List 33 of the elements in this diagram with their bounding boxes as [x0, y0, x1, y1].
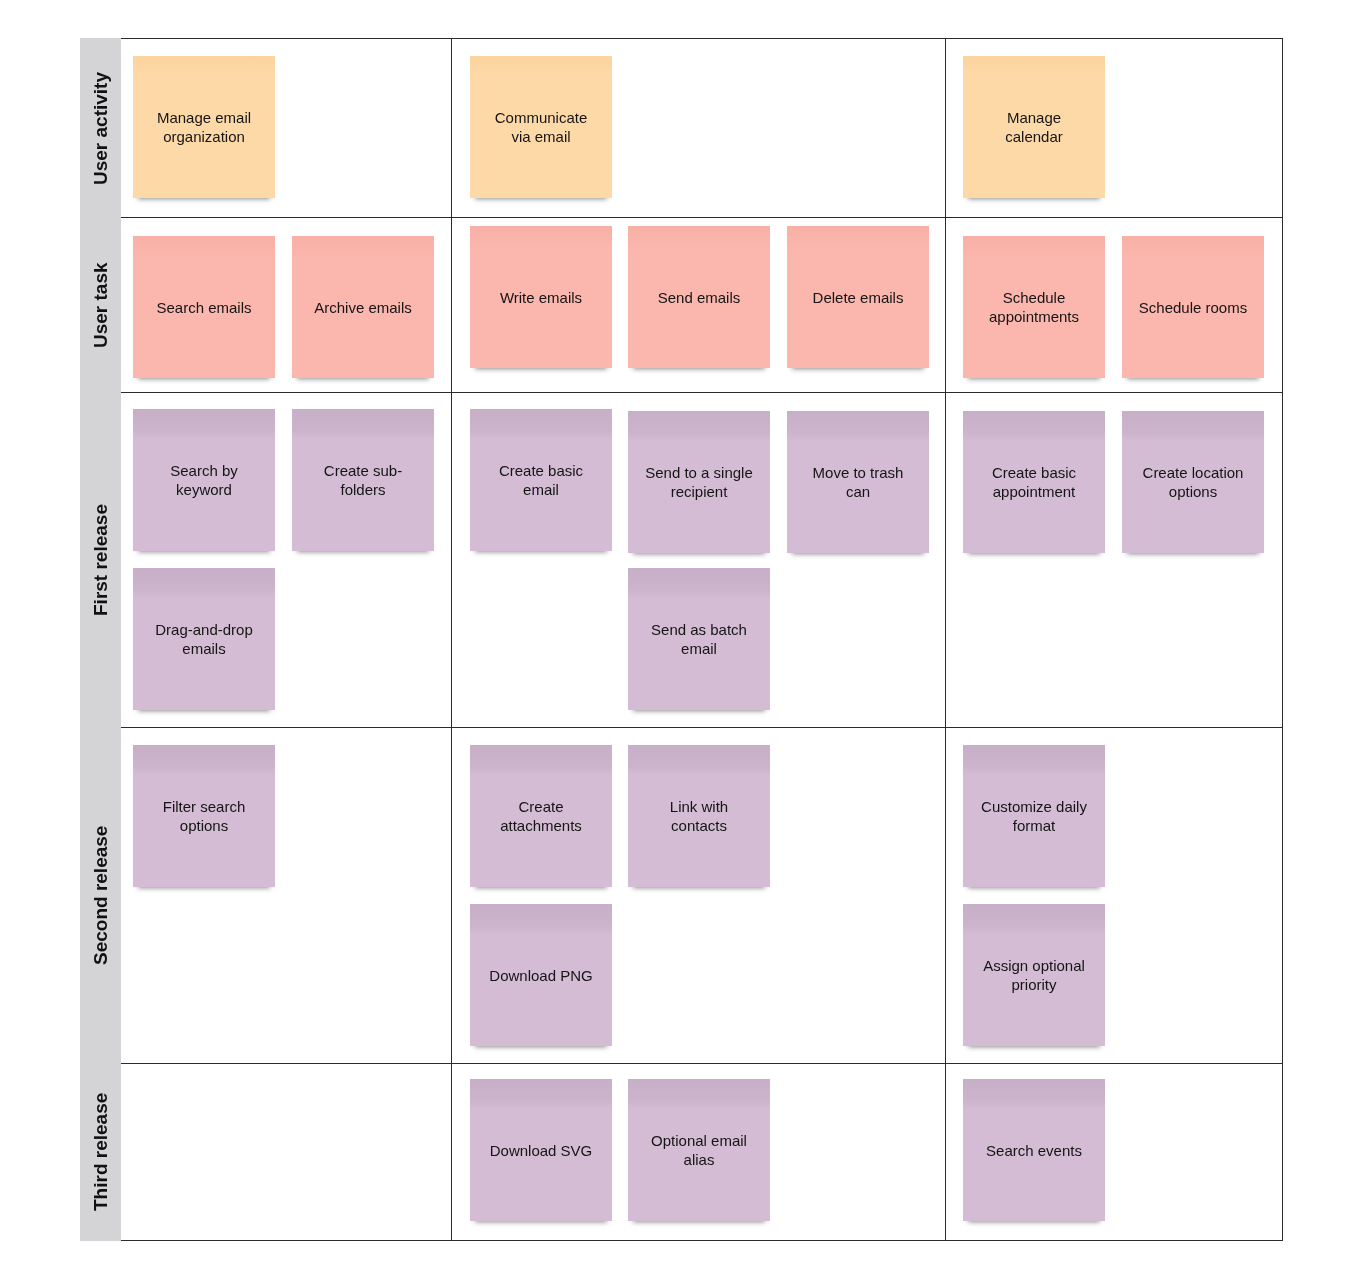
- row-header: Third release: [80, 1063, 121, 1241]
- sticky-note: Create basic email: [470, 409, 612, 551]
- sticky-note: Delete emails: [787, 226, 929, 368]
- sticky-note: Download SVG: [470, 1079, 612, 1221]
- sticky-note: Search by keyword: [133, 409, 275, 551]
- sticky-note: Download PNG: [470, 904, 612, 1046]
- sticky-note: Write emails: [470, 226, 612, 368]
- sticky-note: Drag-and-drop emails: [133, 568, 275, 710]
- sticky-note: Create basic appointment: [963, 411, 1105, 553]
- sticky-note: Customize daily format: [963, 745, 1105, 887]
- sticky-note: Send to a single recipient: [628, 411, 770, 553]
- sticky-note: Create attachments: [470, 745, 612, 887]
- sticky-note: Send emails: [628, 226, 770, 368]
- sticky-note: Create location options: [1122, 411, 1264, 553]
- sticky-note: Optional email alias: [628, 1079, 770, 1221]
- row-header: Second release: [80, 727, 121, 1064]
- sticky-note: Manage calendar: [963, 56, 1105, 198]
- sticky-note: Link with contacts: [628, 745, 770, 887]
- sticky-note: Archive emails: [292, 236, 434, 378]
- row-header: User activity: [80, 38, 121, 218]
- sticky-note: Filter search options: [133, 745, 275, 887]
- sticky-note: Schedule appointments: [963, 236, 1105, 378]
- sticky-note: Manage email organization: [133, 56, 275, 198]
- sticky-note: Move to trash can: [787, 411, 929, 553]
- sticky-note: Search emails: [133, 236, 275, 378]
- sticky-note: Schedule rooms: [1122, 236, 1264, 378]
- sticky-note: Send as batch email: [628, 568, 770, 710]
- sticky-note: Assign optional priority: [963, 904, 1105, 1046]
- sticky-note: Create sub-folders: [292, 409, 434, 551]
- row-header: User task: [80, 217, 121, 393]
- sticky-note: Communicate via email: [470, 56, 612, 198]
- sticky-note: Search events: [963, 1079, 1105, 1221]
- row-header: First release: [80, 392, 121, 728]
